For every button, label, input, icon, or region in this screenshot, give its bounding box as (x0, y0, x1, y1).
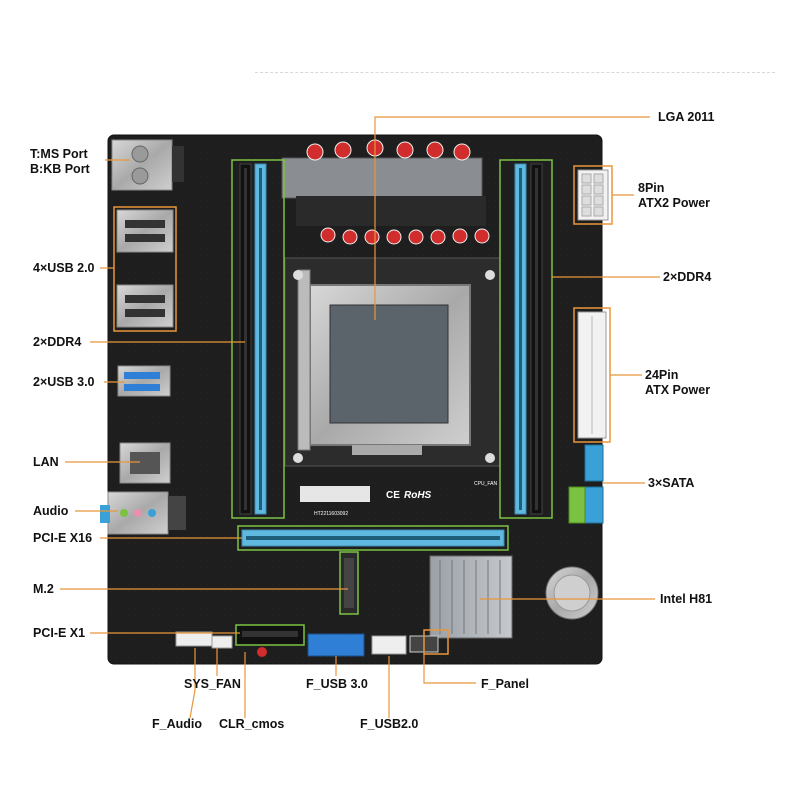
label-m2: M.2 (33, 582, 54, 596)
label-sys-fan: SYS_FAN (184, 677, 241, 691)
label-chipset: Intel H81 (660, 592, 713, 606)
top-divider (255, 72, 775, 73)
pcie-x16-slot (237, 525, 509, 551)
label-f-usb30: F_USB 3.0 (306, 677, 368, 691)
atx2-8pin-connector (577, 169, 609, 221)
sata-ports (568, 444, 604, 524)
ps2-port (111, 139, 184, 191)
rear-usb20-ports (116, 209, 174, 328)
label-usb30-rear: 2×USB 3.0 (33, 375, 95, 389)
rear-usb30-ports (117, 365, 171, 397)
dimm-slots-left (231, 159, 285, 519)
label-pcie-x1: PCI-E X1 (33, 626, 86, 640)
label-ddr4-left: 2×DDR4 (33, 335, 82, 349)
label-audio: Audio (33, 504, 69, 518)
serial-mark: HT2211603092 (314, 511, 348, 517)
label-atx-pins: 24Pin (645, 368, 679, 382)
label-pcie-x16: PCI-E X16 (33, 531, 93, 545)
chipset-heatsink (429, 555, 513, 639)
label-sata: 3×SATA (648, 476, 695, 490)
label-usb20-rear: 4×USB 2.0 (33, 261, 95, 275)
cpu-socket (284, 257, 501, 467)
label-lga2011: LGA 2011 (658, 110, 715, 124)
label-atx2-pins: 8Pin (638, 181, 665, 195)
label-f-usb20: F_USB2.0 (360, 717, 419, 731)
lan-port (119, 442, 171, 484)
cpu-fan-mark: CPU_FAN (474, 481, 497, 487)
leader-lines (60, 116, 660, 719)
label-kb-port: B:KB Port (30, 162, 90, 176)
label-atx2-power: ATX2 Power (638, 196, 711, 210)
label-ms-port: T:MS Port (30, 147, 88, 161)
ce-mark: CE (386, 490, 400, 501)
pcie-x1-slot (235, 624, 305, 646)
label-f-panel: F_Panel (481, 677, 529, 691)
label-atx-power: ATX Power (645, 383, 711, 397)
label-ddr4-right: 2×DDR4 (663, 270, 712, 284)
label-f-audio: F_Audio (152, 717, 202, 731)
dimm-slots-right (499, 159, 553, 519)
m2-slot (339, 551, 359, 615)
cmos-battery (545, 566, 599, 620)
rohs-mark: RoHS (404, 490, 432, 501)
label-atx: 24Pin ATX Power (645, 368, 710, 398)
label-clr-cmos: CLR_cmos (219, 717, 285, 731)
audio-jacks (100, 491, 186, 535)
label-lan: LAN (33, 455, 59, 469)
label-atx2: 8Pin ATX2 Power (638, 181, 710, 211)
vrm-area (281, 139, 490, 245)
atx-24pin-connector (577, 311, 607, 439)
label-ps2: T:MS Port B:KB Port (30, 147, 90, 177)
board-markings: RoHS CE CPU_FAN HT2211603092 (300, 481, 497, 517)
